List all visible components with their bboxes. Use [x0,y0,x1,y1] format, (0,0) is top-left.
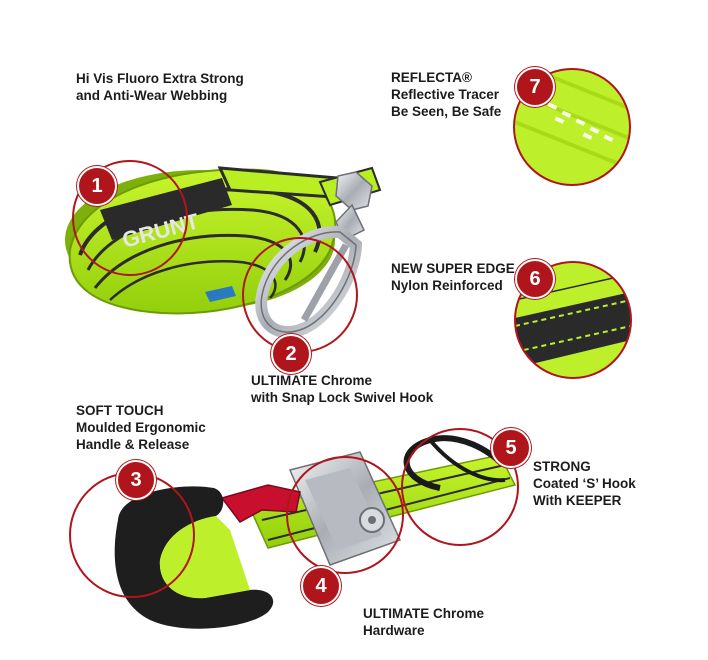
caption-1: Hi Vis Fluoro Extra Strong and Anti-Wear… [76,70,244,104]
badge-6: 6 [515,259,555,299]
caption-7-line-3: Be Seen, Be Safe [391,104,502,119]
badge-4: 4 [301,566,341,606]
caption-4-line-2: Hardware [363,623,425,638]
caption-6-line-2: Nylon Reinforced [391,278,503,293]
caption-3: SOFT TOUCH Moulded Ergonomic Handle & Re… [76,402,206,453]
caption-2-line-1: ULTIMATE Chrome [251,373,372,388]
snap-hook-image [255,171,373,338]
caption-7-line-2: Reflective Tracer [391,87,500,102]
callout-circle-5 [401,428,519,546]
badge-5: 5 [491,428,531,468]
caption-2: ULTIMATE Chrome with Snap Lock Swivel Ho… [251,372,433,406]
caption-1-line-1: Hi Vis Fluoro Extra Strong [76,71,244,86]
badge-3: 3 [116,460,156,500]
callout-circle-4 [286,456,404,574]
caption-6: NEW SUPER EDGE Nylon Reinforced [391,260,515,294]
callout-circle-1 [72,160,188,276]
caption-7-line-1: REFLECTA® [391,70,472,85]
caption-5-line-3: With KEEPER [533,493,622,508]
caption-5-line-2: Coated ‘S’ Hook [533,476,636,491]
caption-4: ULTIMATE Chrome Hardware [363,605,484,639]
caption-2-line-2: with Snap Lock Swivel Hook [251,390,434,405]
caption-1-line-2: and Anti-Wear Webbing [76,88,228,103]
caption-3-line-2: Moulded Ergonomic [76,420,206,435]
badge-2: 2 [271,334,311,374]
caption-7: REFLECTA® Reflective Tracer Be Seen, Be … [391,69,501,120]
badge-7: 7 [515,67,555,107]
badge-1: 1 [77,166,117,206]
caption-3-line-3: Handle & Release [76,437,190,452]
caption-6-line-1: NEW SUPER EDGE [391,261,515,276]
caption-5-line-1: STRONG [533,459,591,474]
caption-5: STRONG Coated ‘S’ Hook With KEEPER [533,458,636,509]
caption-4-line-1: ULTIMATE Chrome [363,606,484,621]
caption-3-line-1: SOFT TOUCH [76,403,164,418]
